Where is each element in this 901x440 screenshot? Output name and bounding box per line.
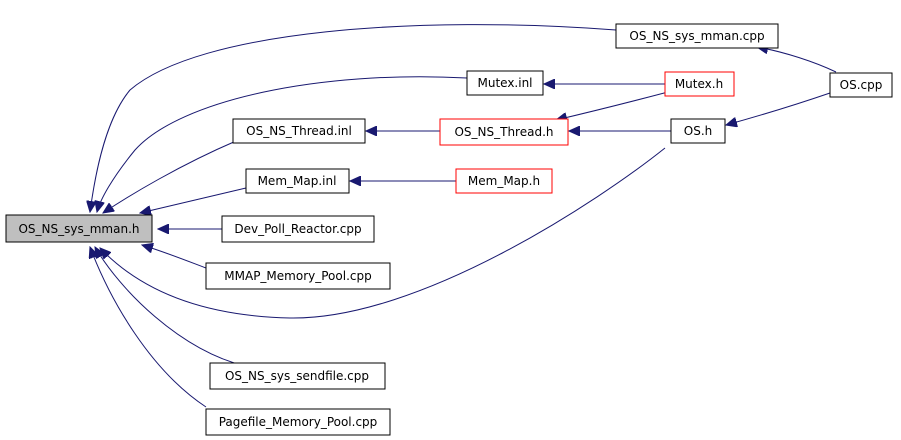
node-label: OS_NS_sys_mman.h bbox=[18, 222, 139, 236]
node-label: OS_NS_sys_mman.cpp bbox=[629, 29, 764, 43]
node-label: OS.cpp bbox=[840, 78, 883, 92]
node-label: Mutex.inl bbox=[477, 76, 532, 90]
node-mutex-h[interactable]: Mutex.h bbox=[664, 71, 735, 97]
node-label: Mem_Map.h bbox=[468, 174, 540, 188]
edge-sys-mman-cpp-to-sys-mman-h bbox=[90, 24, 617, 212]
edge-os-cpp-to-os-h bbox=[726, 92, 831, 125]
node-mem-map-inl[interactable]: Mem_Map.inl bbox=[245, 168, 350, 194]
node-label: OS.h bbox=[684, 124, 712, 138]
edge-mem-map-inl-to-sys-mman-h bbox=[140, 187, 247, 213]
node-os-h[interactable]: OS.h bbox=[670, 118, 726, 144]
node-label: OS_NS_Thread.inl bbox=[246, 124, 352, 138]
node-os-ns-thread-inl[interactable]: OS_NS_Thread.inl bbox=[232, 118, 366, 144]
node-label: MMAP_Memory_Pool.cpp bbox=[224, 269, 371, 283]
edge-os-h-to-sys-mman-h bbox=[100, 147, 666, 319]
node-label: Pagefile_Memory_Pool.cpp bbox=[219, 415, 378, 429]
node-os-ns-sys-mman-h[interactable]: OS_NS_sys_mman.h bbox=[5, 214, 153, 243]
edge-mutex-h-to-thread-h bbox=[556, 91, 669, 120]
node-label: Mem_Map.inl bbox=[258, 174, 337, 188]
node-os-cpp[interactable]: OS.cpp bbox=[829, 72, 893, 98]
edge-sendfile-to-sys-mman-h bbox=[95, 247, 246, 367]
edge-pagefile-to-sys-mman-h bbox=[90, 247, 207, 408]
node-mem-map-h[interactable]: Mem_Map.h bbox=[455, 168, 553, 194]
edge-mmap-to-sys-mman-h bbox=[142, 245, 207, 269]
edges bbox=[90, 24, 837, 408]
node-pagefile-memory-pool-cpp[interactable]: Pagefile_Memory_Pool.cpp bbox=[205, 408, 391, 436]
edge-mutex-inl-to-sys-mman-h bbox=[97, 76, 468, 212]
node-label: Dev_Poll_Reactor.cpp bbox=[234, 222, 361, 236]
edge-os-cpp-to-sys-mman-cpp bbox=[757, 47, 837, 73]
node-dev-poll-reactor-cpp[interactable]: Dev_Poll_Reactor.cpp bbox=[221, 215, 375, 243]
node-os-ns-sys-mman-cpp[interactable]: OS_NS_sys_mman.cpp bbox=[615, 23, 779, 49]
node-mmap-memory-pool-cpp[interactable]: MMAP_Memory_Pool.cpp bbox=[205, 262, 391, 290]
node-os-ns-sys-sendfile-cpp[interactable]: OS_NS_sys_sendfile.cpp bbox=[209, 362, 386, 390]
node-label: OS_NS_sys_sendfile.cpp bbox=[225, 369, 369, 383]
node-mutex-inl[interactable]: Mutex.inl bbox=[466, 70, 544, 96]
node-os-ns-thread-h[interactable]: OS_NS_Thread.h bbox=[439, 118, 569, 146]
edge-thread-inl-to-sys-mman-h bbox=[103, 140, 237, 213]
node-label: Mutex.h bbox=[675, 77, 723, 91]
node-label: OS_NS_Thread.h bbox=[454, 125, 553, 139]
